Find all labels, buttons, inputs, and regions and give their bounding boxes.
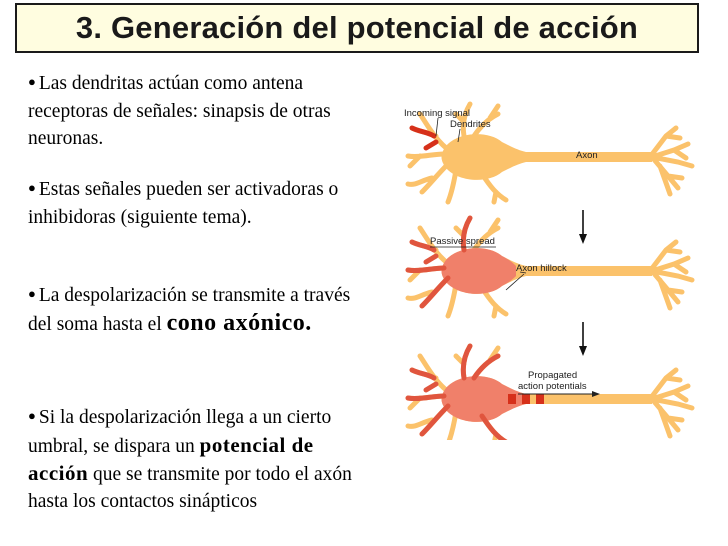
down-arrow-icon (579, 322, 587, 356)
right-arrow-icon (518, 391, 600, 397)
neuron-figure: Incoming signal Dendrites Axon Passive s… (404, 100, 710, 440)
bullet-4-text-2: que se transmite por todo el axón hasta … (28, 464, 352, 512)
bullet-3: ●La despolarización se transmite a travé… (28, 282, 378, 338)
neuron-3 (405, 343, 692, 440)
label-incoming-signal: Incoming signal (404, 108, 470, 119)
bullet-3-bold: cono axónico. (166, 310, 312, 336)
neuron-1 (408, 104, 692, 202)
bullet-4: ●Si la despolarización llega a un cierto… (28, 404, 378, 515)
bullet-1-text: Las dendritas actúan como antena recepto… (28, 73, 331, 149)
label-axon-hillock: Axon hillock (516, 263, 567, 274)
title-box: 3. Generación del potencial de acción (15, 3, 699, 53)
bullet-dot-icon: ● (28, 408, 36, 423)
bullet-3-text: La despolarización se transmite a través… (28, 285, 351, 335)
bullet-4-text-1: Si la despolarización llega a un cierto … (28, 407, 332, 457)
label-passive-spread: Passive spread (430, 236, 495, 247)
bullet-dot-icon: ● (28, 74, 36, 89)
slide-title: 3. Generación del potencial de acción (75, 10, 639, 45)
bullet-dot-icon: ● (28, 180, 36, 195)
label-propagated-2: action potentials (518, 381, 587, 392)
bullet-4-bold: potencial de acción (28, 433, 314, 485)
text-column: ●Las dendritas actúan como antena recept… (28, 70, 378, 546)
bullet-dot-icon: ● (28, 286, 36, 301)
down-arrow-icon (579, 210, 587, 244)
bullet-1: ●Las dendritas actúan como antena recept… (28, 70, 378, 152)
label-dendrites: Dendrites (450, 119, 491, 130)
neuron-2 (405, 215, 692, 316)
label-axon: Axon (576, 150, 598, 161)
bullet-2: ●Estas señales pueden ser activadoras o … (28, 176, 378, 231)
bullet-2-text: Estas señales pueden ser activadoras o i… (28, 179, 339, 228)
label-propagated-1: Propagated (528, 370, 577, 381)
